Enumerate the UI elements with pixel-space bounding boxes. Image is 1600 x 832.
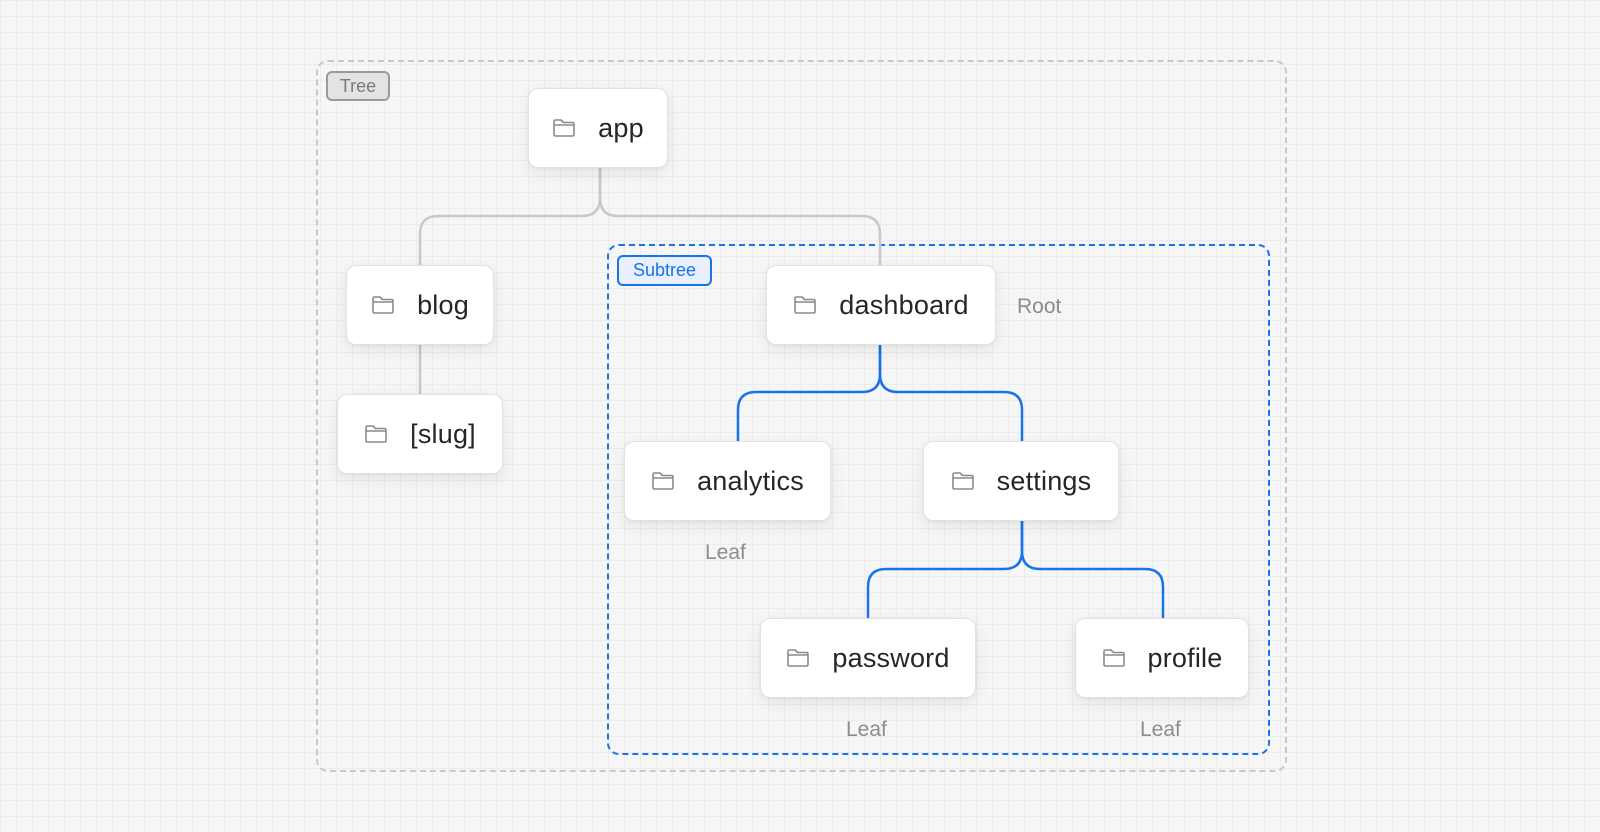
node-profile[interactable]: profile	[1075, 618, 1249, 698]
link-app-dashboard	[598, 166, 882, 266]
node-slug[interactable]: [slug]	[337, 394, 503, 474]
link-settings-profile	[1020, 520, 1165, 619]
node-label: password	[832, 642, 950, 673]
node-label: dashboard	[839, 289, 969, 320]
node-label: profile	[1147, 642, 1223, 673]
folder-icon	[787, 649, 810, 667]
folder-icon	[365, 425, 387, 443]
folder-icon	[553, 119, 575, 137]
link-dashboard-analytics	[736, 344, 882, 442]
root-annotation: Root	[1017, 295, 1062, 318]
node-label: app	[598, 112, 644, 143]
node-settings[interactable]: settings	[923, 441, 1119, 521]
folder-icon	[652, 472, 674, 490]
subtree-region	[607, 244, 1270, 755]
node-dashboard[interactable]: dashboard	[766, 265, 996, 345]
tree-tag: Tree	[326, 71, 390, 101]
link-app-blog	[418, 166, 602, 266]
folder-icon	[951, 472, 974, 490]
link-dashboard-settings	[878, 344, 1024, 442]
subtree-tag: Subtree	[617, 255, 712, 286]
node-label: [slug]	[410, 418, 476, 449]
tree-region	[316, 60, 1287, 772]
leaf-annotation-password: Leaf	[846, 718, 887, 741]
node-label: analytics	[697, 465, 804, 496]
node-label: settings	[996, 465, 1092, 496]
folder-icon	[1102, 649, 1125, 667]
leaf-annotation-analytics: Leaf	[705, 541, 746, 564]
node-analytics[interactable]: analytics	[624, 441, 831, 521]
node-blog[interactable]: blog	[346, 265, 494, 345]
link-settings-password	[866, 520, 1024, 619]
node-app[interactable]: app	[528, 88, 668, 168]
node-label: blog	[417, 289, 469, 320]
folder-icon	[372, 296, 394, 314]
node-password[interactable]: password	[760, 618, 976, 698]
leaf-annotation-profile: Leaf	[1140, 718, 1181, 741]
folder-icon	[794, 296, 817, 314]
